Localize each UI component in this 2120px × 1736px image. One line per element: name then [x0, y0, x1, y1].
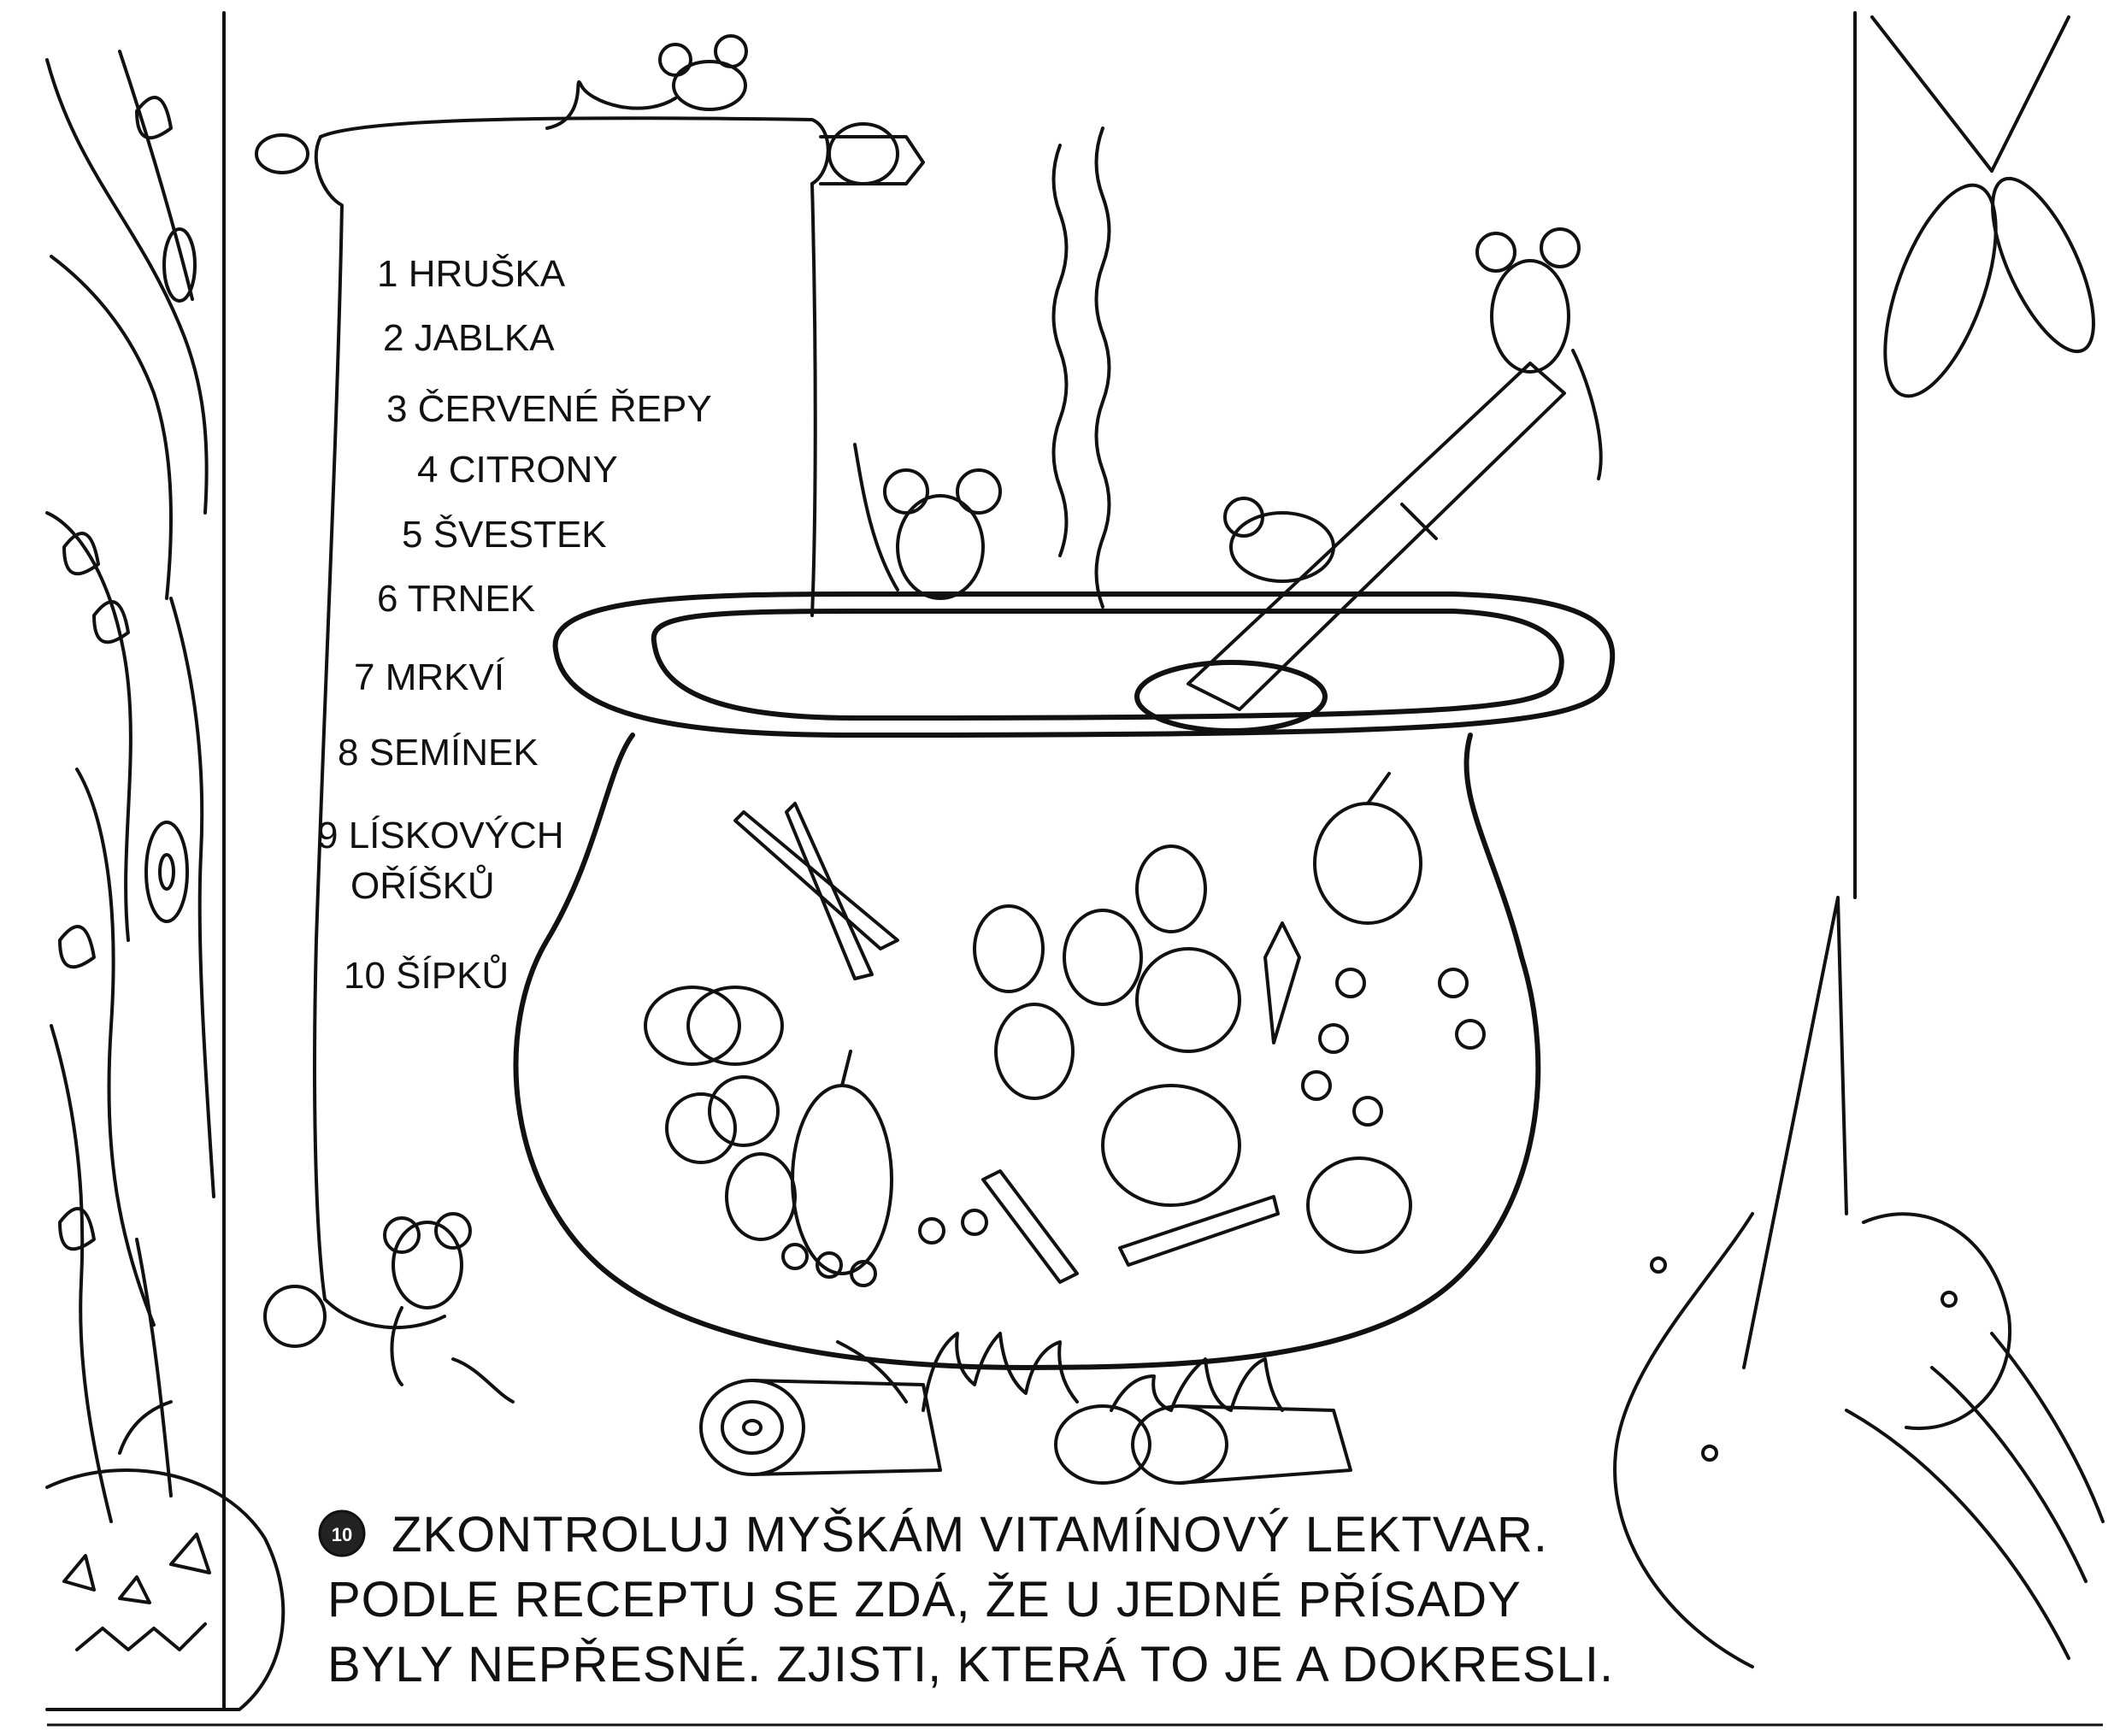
recipe-item-1: 1 HRUŠKA — [377, 253, 566, 295]
recipe-item-9a: 9 LÍSKOVÝCH — [317, 815, 564, 856]
recipe-item-8: 8 SEMÍNEK — [338, 732, 539, 774]
recipe-item-4: 4 CITRONY — [417, 449, 618, 491]
log-icon — [699, 1379, 1352, 1485]
witch-children-icon — [1613, 896, 2105, 1668]
task-number: 10 — [332, 1524, 352, 1545]
recipe-item-5: 5 ŠVESTEK — [402, 514, 607, 556]
left-tree-icon — [45, 11, 226, 1711]
pumpkin-icon — [45, 1400, 286, 1711]
recipe-item-6: 6 TRNEK — [377, 578, 536, 620]
mouse-icon — [545, 34, 748, 130]
task-number-badge — [318, 1509, 366, 1557]
scissors-icon — [1870, 15, 2095, 398]
fire-icon — [836, 1332, 1284, 1412]
mouse-icon — [1223, 227, 1603, 583]
mouse-icon — [383, 1212, 515, 1404]
task-line-1: ZKONTROLUJ MYŠKÁM VITAMÍNOVÝ LEKTVAR. — [392, 1507, 1548, 1562]
steam-icon — [1051, 127, 1111, 609]
task-line-2: PODLE RECEPTU SE ZDÁ, ŽE U JEDNÉ PŘÍSADY — [327, 1572, 1522, 1627]
scroll-icon — [255, 116, 925, 1348]
cauldron-icon — [513, 591, 1616, 1370]
ingredients-icon — [644, 772, 1486, 1287]
recipe-item-10: 10 ŠÍPKŮ — [344, 955, 509, 997]
recipe-item-3: 3 ČERVENÉ ŘEPY — [386, 388, 712, 430]
recipe-item-7: 7 MRKVÍ — [354, 656, 505, 698]
ladle-icon — [1187, 362, 1566, 711]
recipe-item-9b: OŘÍŠKŮ — [350, 865, 495, 907]
recipe-item-2: 2 JABLKA — [383, 317, 555, 359]
mouse-icon — [853, 443, 1002, 600]
task-line-3: BYLY NEPŘESNÉ. ZJISTI, KTERÁ TO JE A DOK… — [327, 1637, 1615, 1692]
